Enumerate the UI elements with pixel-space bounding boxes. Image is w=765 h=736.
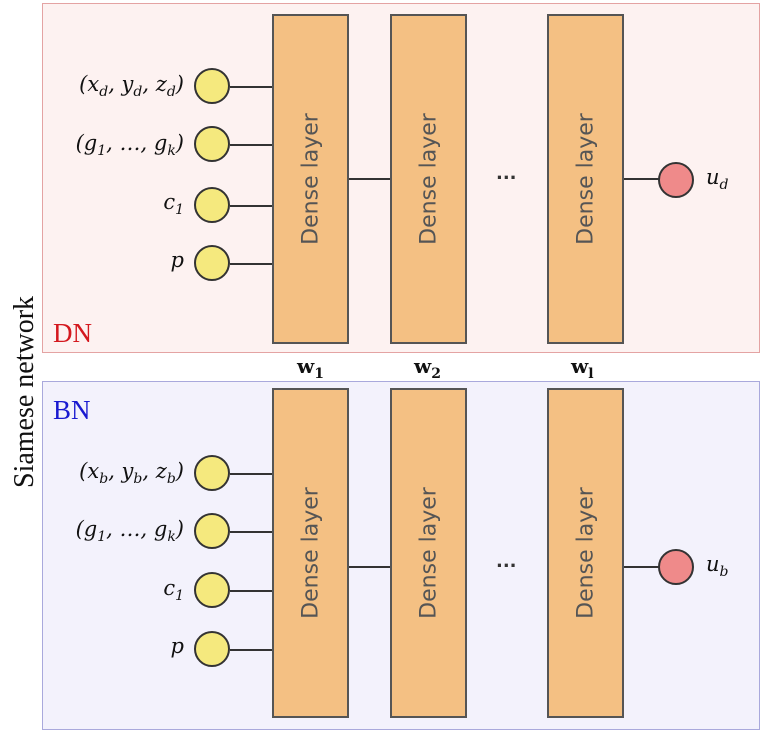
weight-label-l: wl <box>571 354 594 382</box>
connector <box>230 473 272 475</box>
bn-input-node-position <box>194 455 230 491</box>
dn-output-node <box>658 162 694 198</box>
connector <box>230 205 272 207</box>
dn-output-label: ud <box>706 165 729 194</box>
bn-input-label-2: c1 <box>163 576 184 605</box>
dn-dense-layer-2: Dense layer <box>390 14 467 344</box>
dn-dense-layer-l: Dense layer <box>547 14 624 344</box>
bn-output-label: ub <box>706 552 729 581</box>
dn-input-label-3: p <box>170 248 184 272</box>
dn-input-node-c1 <box>194 187 230 223</box>
connector <box>230 590 272 592</box>
bn-dense-layer-l: Dense layer <box>547 388 624 718</box>
bn-tag: BN <box>53 395 91 425</box>
dn-input-label-1: (g1, …, gk) <box>75 131 184 160</box>
dn-input-label-0: (xd, yd, zd) <box>79 72 184 101</box>
connector <box>624 178 660 180</box>
dn-ellipsis: ... <box>496 163 517 184</box>
connector <box>230 144 272 146</box>
connector <box>230 649 272 651</box>
dn-input-label-2: c1 <box>163 190 184 219</box>
connector <box>230 86 272 88</box>
bn-input-label-1: (g1, …, gk) <box>75 517 184 546</box>
dn-input-node-p <box>194 245 230 281</box>
connector <box>348 178 390 180</box>
bn-input-node-p <box>194 631 230 667</box>
connector <box>624 566 660 568</box>
dn-dense-layer-1: Dense layer <box>272 14 349 344</box>
bn-dense-layer-2: Dense layer <box>390 388 467 718</box>
dn-tag: DN <box>53 318 92 348</box>
bn-dense-layer-1: Dense layer <box>272 388 349 718</box>
connector <box>230 263 272 265</box>
dn-input-node-position <box>194 68 230 104</box>
connector <box>348 566 390 568</box>
bn-input-label-3: p <box>170 634 184 658</box>
bn-output-node <box>658 549 694 585</box>
bn-input-node-genes <box>194 513 230 549</box>
bn-input-node-c1 <box>194 572 230 608</box>
bn-ellipsis: ... <box>496 551 517 572</box>
weight-label-1: w1 <box>297 354 324 382</box>
bn-input-label-0: (xb, yb, zb) <box>79 459 184 488</box>
weight-label-2: w2 <box>414 354 441 382</box>
dn-input-node-genes <box>194 126 230 162</box>
siamese-network-label: Siamese network <box>9 295 40 488</box>
connector <box>230 531 272 533</box>
